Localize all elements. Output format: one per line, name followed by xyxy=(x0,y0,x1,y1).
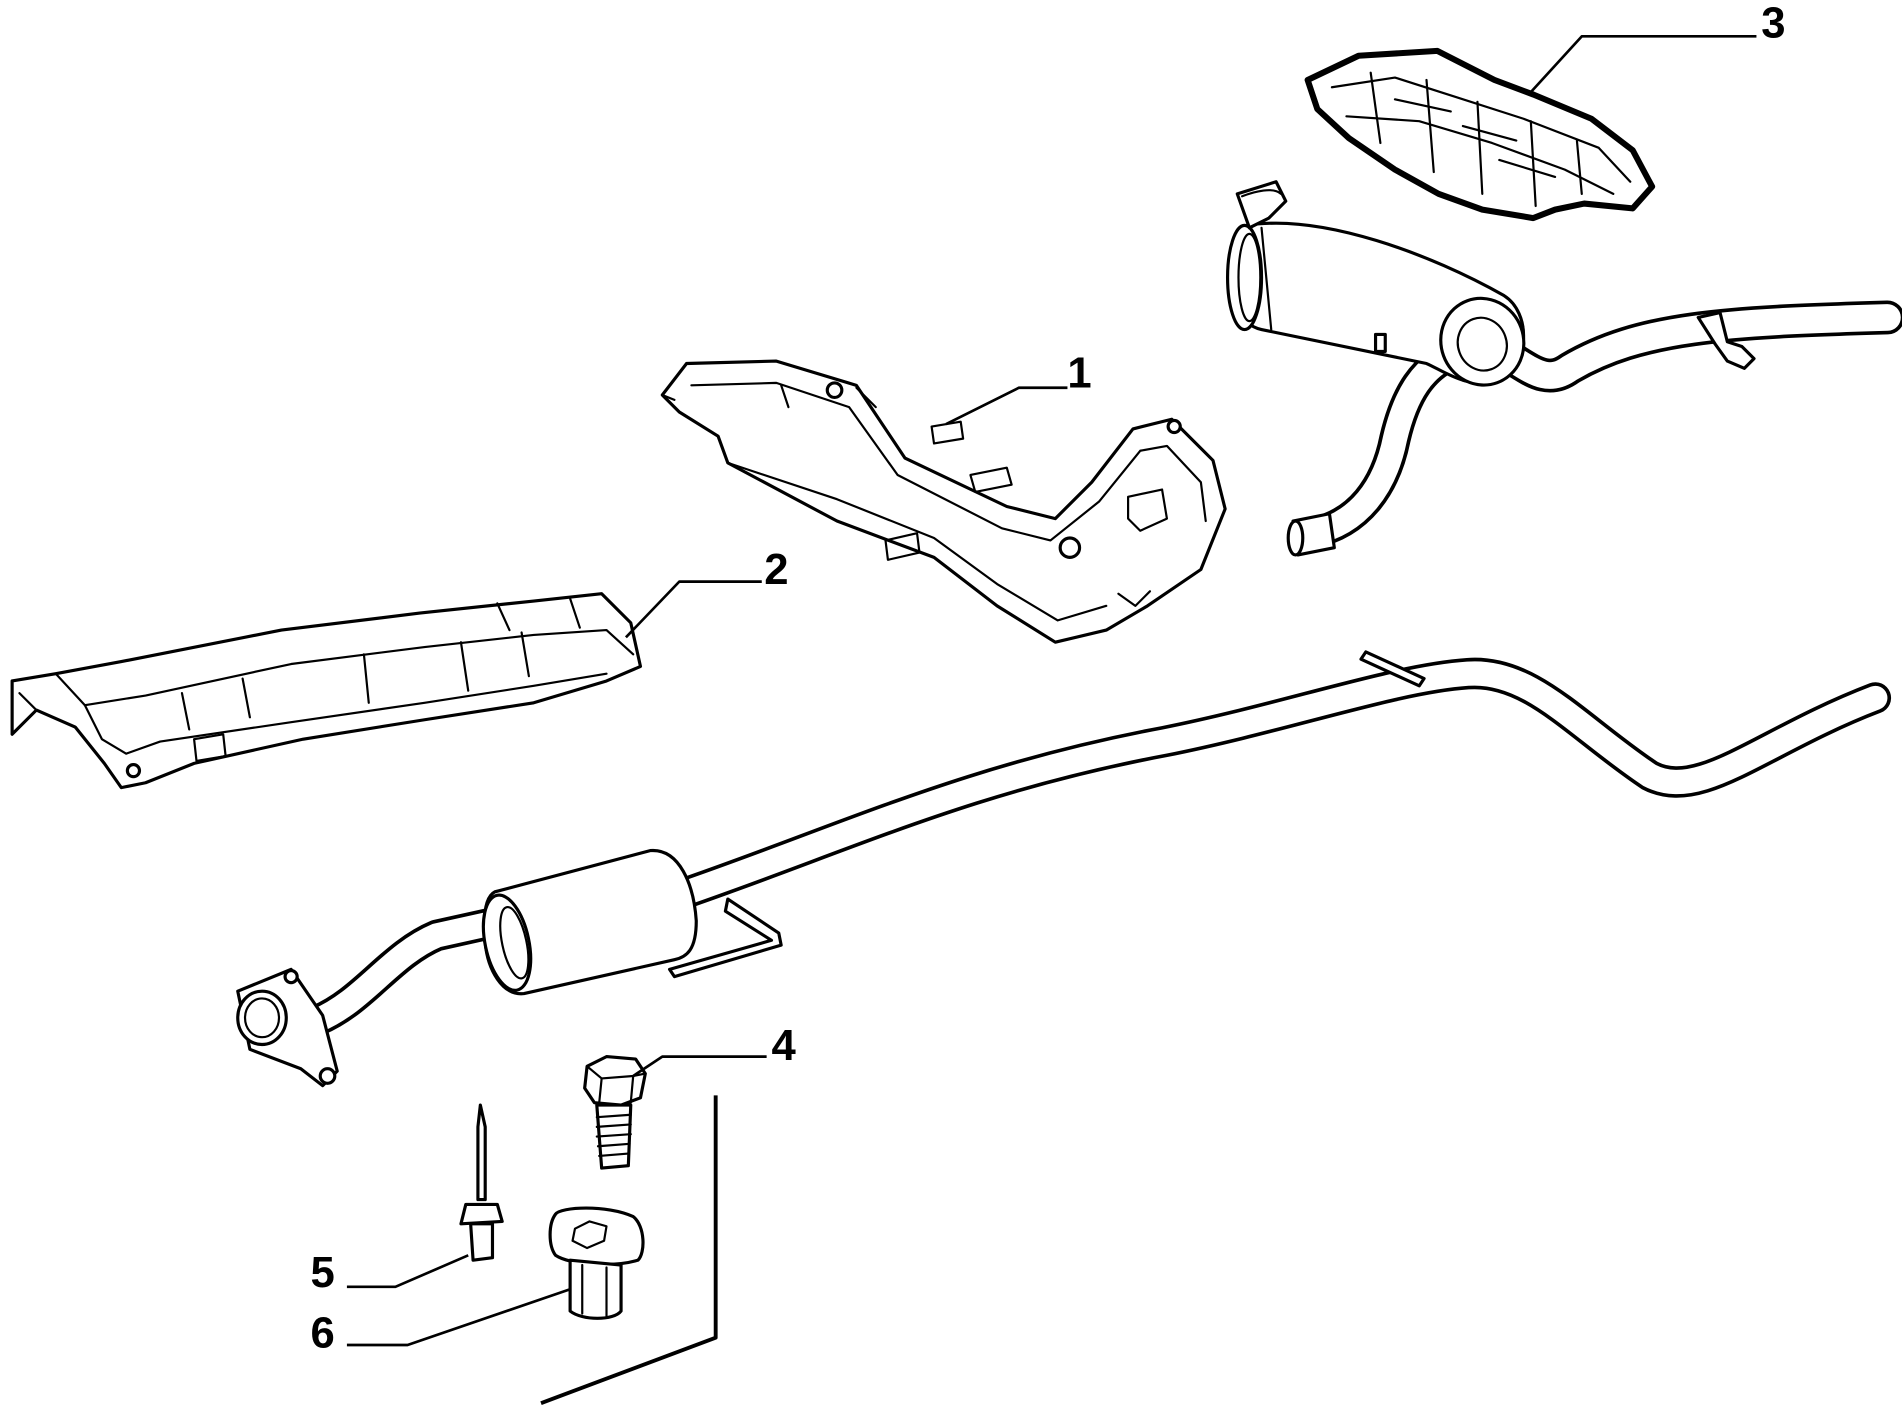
callout-6: 6 xyxy=(311,1308,335,1357)
callout-3: 3 xyxy=(1761,0,1785,48)
leader-line-4 xyxy=(632,1055,767,1078)
middle-heat-shield xyxy=(660,359,1227,644)
group-bracket xyxy=(540,1095,718,1405)
front-heat-shield xyxy=(10,592,643,790)
callout-labels: 1 2 3 4 5 6 xyxy=(311,0,1786,1357)
callout-4: 4 xyxy=(771,1021,796,1070)
clip-nut xyxy=(548,1206,645,1320)
callout-1: 1 xyxy=(1067,349,1091,398)
callout-5: 5 xyxy=(311,1248,335,1297)
rear-heat-shield xyxy=(1304,47,1656,222)
leader-line-5 xyxy=(346,1254,469,1289)
bolt xyxy=(583,1055,647,1170)
leader-line-6 xyxy=(346,1287,571,1347)
rivet xyxy=(459,1103,504,1262)
callout-2: 2 xyxy=(764,545,788,594)
front-exhaust-pipe xyxy=(236,650,1892,1088)
leader-line-3 xyxy=(1529,35,1757,93)
rear-muffler xyxy=(1225,180,1902,557)
leader-lines xyxy=(346,35,1757,1405)
leader-line-1 xyxy=(945,386,1068,426)
leader-line-2 xyxy=(624,580,762,639)
